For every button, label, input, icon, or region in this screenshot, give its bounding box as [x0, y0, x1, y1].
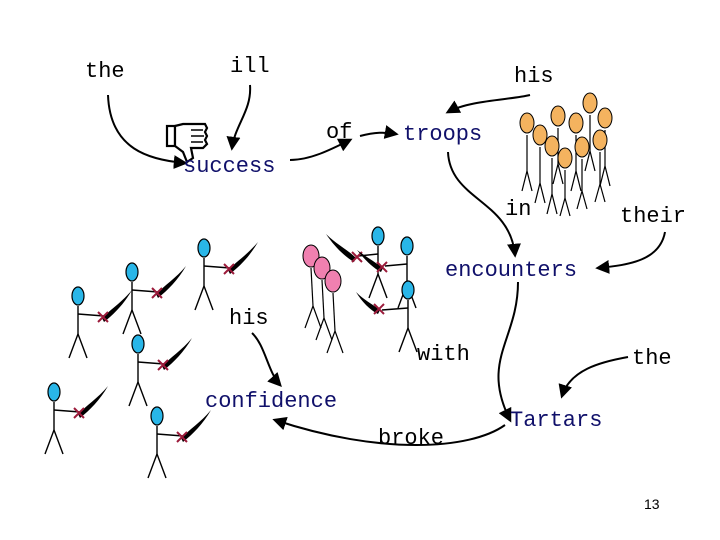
- arrow-ill-to-success: [226, 84, 252, 151]
- word-in: in: [505, 197, 532, 222]
- thumbs-down-icon: [165, 122, 209, 164]
- word-ill: ill: [230, 54, 270, 79]
- tartar-head-icon: [313, 256, 333, 341]
- troops-group: [519, 92, 613, 217]
- warrior-icon: [356, 280, 418, 353]
- word-encounters: encounters: [445, 258, 578, 283]
- troop-figure-icon: [592, 129, 608, 203]
- word-broke: broke: [378, 426, 445, 451]
- warrior-icon: [326, 226, 388, 299]
- warriors-group: [44, 226, 418, 479]
- warrior-icon: [122, 262, 186, 335]
- arrow-troops-to-encounters: [447, 151, 521, 258]
- troop-figure-icon: [519, 112, 535, 192]
- word-of: of: [326, 120, 353, 145]
- warrior-icon: [128, 334, 192, 407]
- troop-figure-icon: [544, 135, 560, 215]
- arrow-his-to-confidence: [251, 332, 282, 388]
- troop-figure-icon: [582, 92, 598, 172]
- warrior-icon: [147, 406, 211, 479]
- word-their: their: [620, 204, 687, 229]
- arrow-encounters-to-tartars: [497, 281, 519, 423]
- arrow-of-to-troops: [359, 125, 399, 139]
- tartar-head-icon: [324, 269, 344, 354]
- arrow-his-to-troops: [445, 94, 531, 114]
- page-number: 13: [644, 496, 660, 512]
- troop-figure-icon: [597, 107, 613, 187]
- arrow-their-to-encounters: [595, 231, 666, 274]
- troop-figure-icon: [574, 136, 590, 210]
- arrow-the-to-tartars: [558, 356, 629, 399]
- tartars-group: [302, 244, 344, 354]
- arrow-success-to-of: [289, 138, 353, 161]
- warrior-icon: [44, 382, 108, 455]
- word-troops: troops: [403, 122, 483, 147]
- tartar-head-icon: [302, 244, 322, 329]
- warrior-icon: [68, 286, 132, 359]
- word-his-2: his: [229, 306, 269, 331]
- troop-figure-icon: [532, 124, 548, 204]
- word-success: success: [183, 154, 276, 179]
- word-the-1: the: [85, 59, 125, 84]
- word-his-1: his: [514, 64, 554, 89]
- word-tartars: Tartars: [510, 408, 603, 433]
- word-confidence: confidence: [205, 389, 338, 414]
- word-with: with: [417, 342, 470, 367]
- troop-figure-icon: [557, 147, 573, 217]
- arrow-the-to-success: [107, 94, 188, 170]
- arrow-tartars-to-confidence: [272, 416, 506, 446]
- word-the-2: the: [632, 346, 672, 371]
- warrior-icon: [194, 238, 258, 311]
